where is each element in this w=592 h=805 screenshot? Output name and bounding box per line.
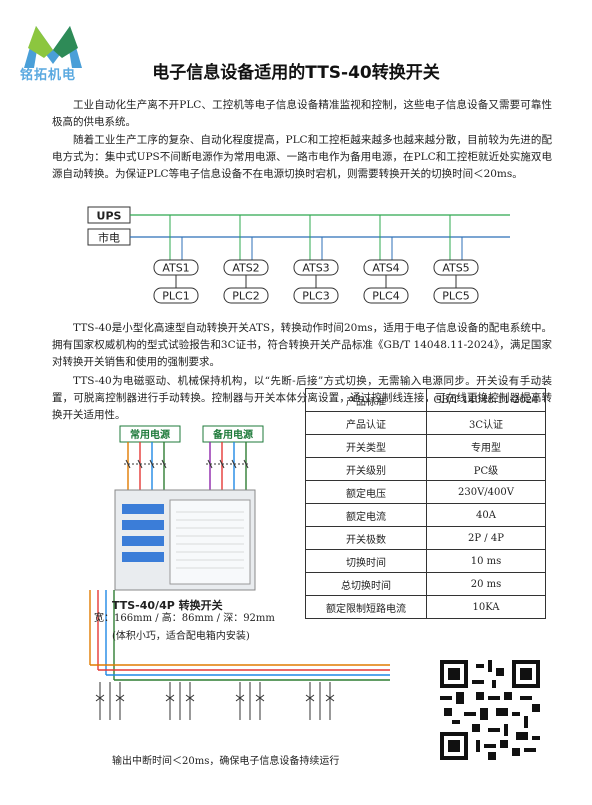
dimensions-text: 宽：166mm / 高：86mm / 深：92mm <box>94 613 275 624</box>
wiring-diagram: UPS 市电 ATS1 ATS2 ATS3 ATS4 ATS5 PLC1 PLC… <box>87 206 510 304</box>
plc-1-label: PLC1 <box>162 290 189 303</box>
ats-3-label: ATS3 <box>302 262 329 275</box>
logo-text: 铭拓机电 <box>20 68 77 83</box>
paragraph-product: TTS-40是小型化高速型自动转换开关ATS，转换动作时间20ms，适用于电子信… <box>52 322 552 368</box>
branch-3 <box>309 215 323 288</box>
plc-5-label: PLC5 <box>442 290 469 303</box>
ats-4-label: ATS4 <box>372 262 399 275</box>
ats-1-label: ATS1 <box>162 262 189 275</box>
plc-4-label: PLC4 <box>372 290 399 303</box>
model-label: TTS-40/4P 转换开关 <box>112 599 223 612</box>
backup-source-label: 备用电源 <box>212 428 253 441</box>
paragraph-distribution: 随着工业生产工序的复杂、自动化程度提高，PLC和工控柜越来越多也越来越分散，目前… <box>52 134 552 180</box>
plc-3-label: PLC3 <box>302 290 329 303</box>
branch-5 <box>449 215 463 288</box>
branch-4 <box>379 215 393 288</box>
company-logo <box>24 26 82 68</box>
dimensions-note: (体积小巧，适合配电箱内安装) <box>112 631 250 642</box>
branch-1 <box>169 215 183 288</box>
ats-5-label: ATS5 <box>442 262 469 275</box>
branch-2 <box>239 215 253 288</box>
table-row: 开关类型专用型 <box>305 434 546 458</box>
grid-label: 市电 <box>98 231 120 245</box>
bottom-caption: 输出中断时间＜20ms，确保电子信息设备持续运行 <box>112 756 340 767</box>
qr-code[interactable] <box>440 660 540 760</box>
page-title: 电子信息设备适用的TTS-40转换开关 <box>152 63 440 83</box>
plc-2-label: PLC2 <box>232 290 259 303</box>
paragraph-intro: 工业自动化生产离不开PLC、工控机等电子信息设备精准监视和控制，这些电子信息设备… <box>52 99 552 128</box>
ats-2-label: ATS2 <box>232 262 259 275</box>
product-wiring-illustration: 常用电源 备用电源 <box>89 425 390 720</box>
common-source-label: 常用电源 <box>130 428 170 441</box>
ups-label: UPS <box>97 210 122 223</box>
